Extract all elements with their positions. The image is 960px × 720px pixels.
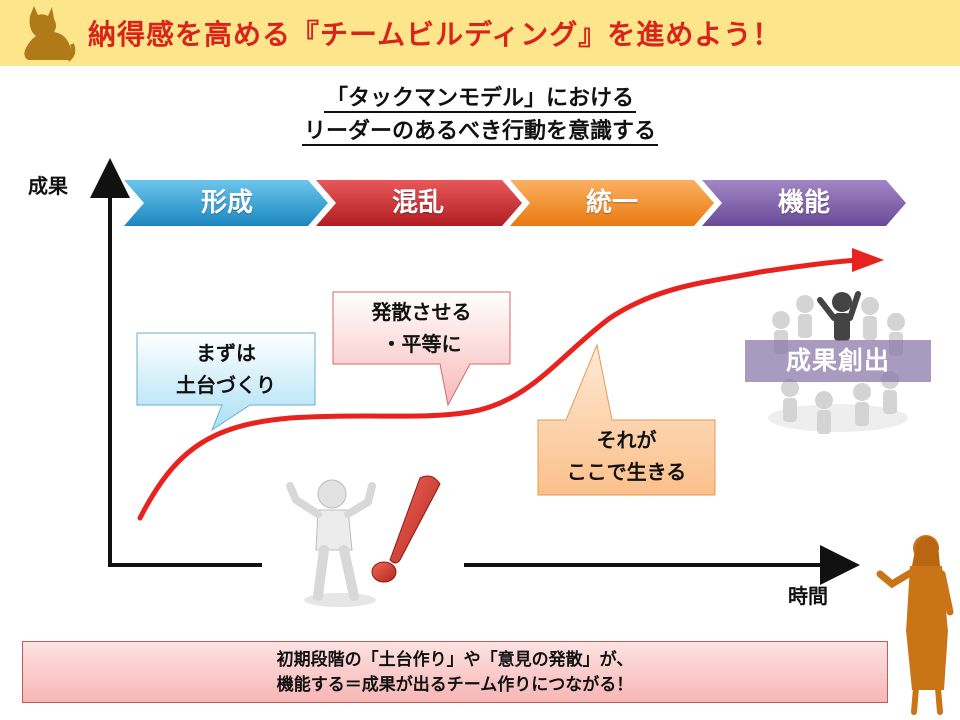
- exclamation-icon: [371, 475, 441, 583]
- callout-foundation-line-2: 土台づくり: [176, 373, 276, 397]
- confused-person-figure: [286, 479, 376, 607]
- page-title: 納得感を高める『チームビルディング』を進めよう！: [88, 18, 782, 51]
- growth-curve: [137, 257, 861, 521]
- stage-chevron-norming: [510, 180, 714, 226]
- cat-icon: [24, 6, 76, 62]
- stage-chevron-storming: [316, 180, 522, 226]
- result-label: 成果創出: [745, 340, 931, 382]
- callout-apply-shape: [537, 343, 716, 496]
- x-axis-label: 時間: [788, 584, 828, 608]
- presenter-woman-figure: [876, 535, 954, 715]
- stage-label-storming: 混乱: [391, 188, 444, 218]
- subtitle: 「タックマンモデル」における リーダーのあるべき行動を意識する: [0, 82, 960, 148]
- callout-foundation-shape: [136, 332, 316, 432]
- summary-box: 初期段階の「土台作り」や「意見の発散」が、 機能する＝成果が出るチーム作りにつな…: [22, 641, 888, 703]
- stage-label-forming: 形成: [200, 188, 253, 218]
- subtitle-line-1: 「タックマンモデル」における: [323, 86, 636, 113]
- callout-diverge-line-1: 発散させる: [371, 300, 472, 324]
- callout-diverge-line-2: ・平等に: [381, 332, 462, 356]
- summary-line-2: 機能する＝成果が出るチーム作りにつながる！: [276, 675, 634, 695]
- callout-diverge-shape: [332, 291, 511, 407]
- callout-apply-line-1: それが: [596, 428, 657, 452]
- callout-foundation-line-1: まずは: [196, 341, 256, 365]
- stage-chevron-forming: [124, 180, 328, 226]
- y-axis-label: 成果: [28, 174, 68, 198]
- callout-foundation: まずは 土台づくり: [137, 337, 315, 401]
- header-banner: 納得感を高める『チームビルディング』を進めよう！: [0, 0, 960, 66]
- stage-label-norming: 統一: [585, 188, 638, 218]
- callout-apply: それが ここで生きる: [538, 424, 715, 488]
- stage-label-performing: 機能: [777, 188, 830, 218]
- callout-diverge: 発散させる ・平等に: [333, 296, 510, 360]
- stage-chevron-performing: [702, 180, 906, 226]
- growth-curve-arrowhead: [852, 248, 884, 272]
- subtitle-line-2: リーダーのあるべき行動を意識する: [301, 119, 658, 146]
- callout-apply-line-2: ここで生きる: [566, 460, 687, 484]
- summary-line-1: 初期段階の「土台作り」や「意見の発散」が、: [276, 650, 634, 670]
